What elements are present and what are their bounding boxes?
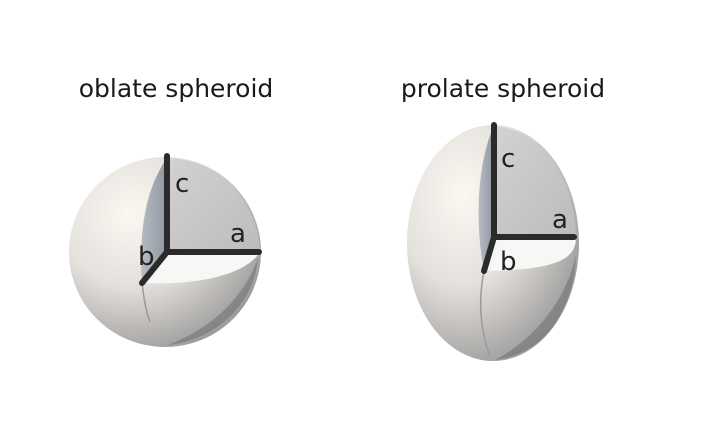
prolate-inner-face (478, 126, 494, 271)
oblate-label-a: a (230, 219, 246, 249)
oblate-inner-face (141, 158, 167, 283)
prolate-spheroid: c a b (407, 122, 579, 361)
oblate-axis-b (139, 249, 170, 286)
prolate-label-b: b (500, 247, 517, 277)
oblate-shell-crease (141, 282, 151, 323)
prolate-shell-crease (479, 270, 491, 357)
prolate-cut-face (494, 126, 576, 237)
prolate-shell-rim (495, 255, 576, 360)
prolate-label-c: c (501, 144, 515, 174)
oblate-spheroid: c a b (69, 153, 262, 347)
oblate-spheroid-title: oblate spheroid (78, 74, 274, 103)
oblate-cut-face (167, 158, 260, 252)
prolate-floor-face (484, 237, 576, 271)
oblate-label-c: c (175, 169, 189, 199)
prolate-axis-b (481, 234, 497, 274)
oblate-floor-face (142, 252, 260, 284)
prolate-spheroid-title: prolate spheroid (400, 74, 606, 103)
oblate-label-b: b (138, 242, 155, 272)
oblate-shell-rim (168, 258, 258, 345)
prolate-label-a: a (552, 205, 568, 235)
